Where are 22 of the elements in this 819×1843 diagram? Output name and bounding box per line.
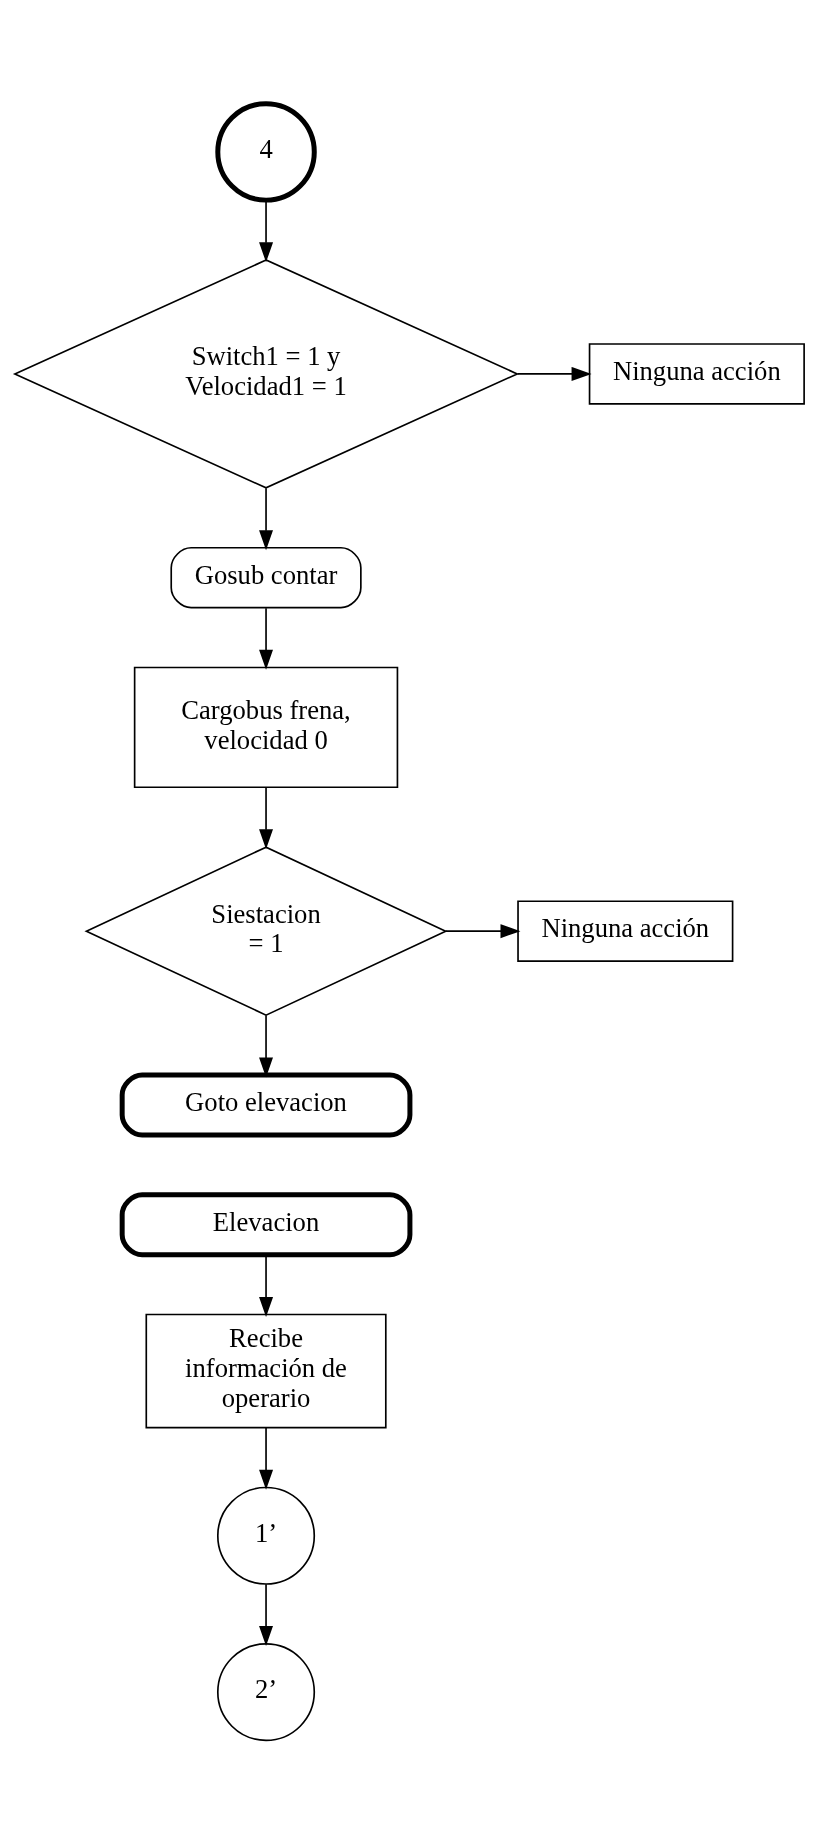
node-box: Cargobus frena, velocidad 0 [133, 666, 399, 788]
node-box: Gosub contar [170, 546, 362, 608]
node-circle: 2’ [216, 1642, 316, 1741]
arrow [259, 486, 274, 550]
node-circle: 1’ [216, 1486, 316, 1585]
node-diamond: Switch1 = 1 y Velocidad1 = 1 [12, 258, 520, 489]
arrow [259, 1426, 274, 1490]
arrow [444, 923, 521, 938]
node-circle: 4 [215, 100, 317, 203]
arrow [259, 1582, 274, 1646]
arrow [516, 366, 592, 381]
node-box: Recibe información de operario [145, 1313, 387, 1428]
node-box: Ninguna acción [588, 342, 805, 405]
node-box: Goto elevacion [119, 1072, 413, 1137]
arrow [259, 606, 274, 670]
arrow [259, 1014, 274, 1077]
node-box: Ninguna acción [517, 899, 734, 962]
arrow [259, 199, 274, 262]
arrow [259, 1254, 274, 1317]
arrow [259, 786, 274, 849]
node-box: Elevacion [119, 1191, 413, 1257]
node-diamond: Siestacion = 1 [84, 845, 448, 1016]
